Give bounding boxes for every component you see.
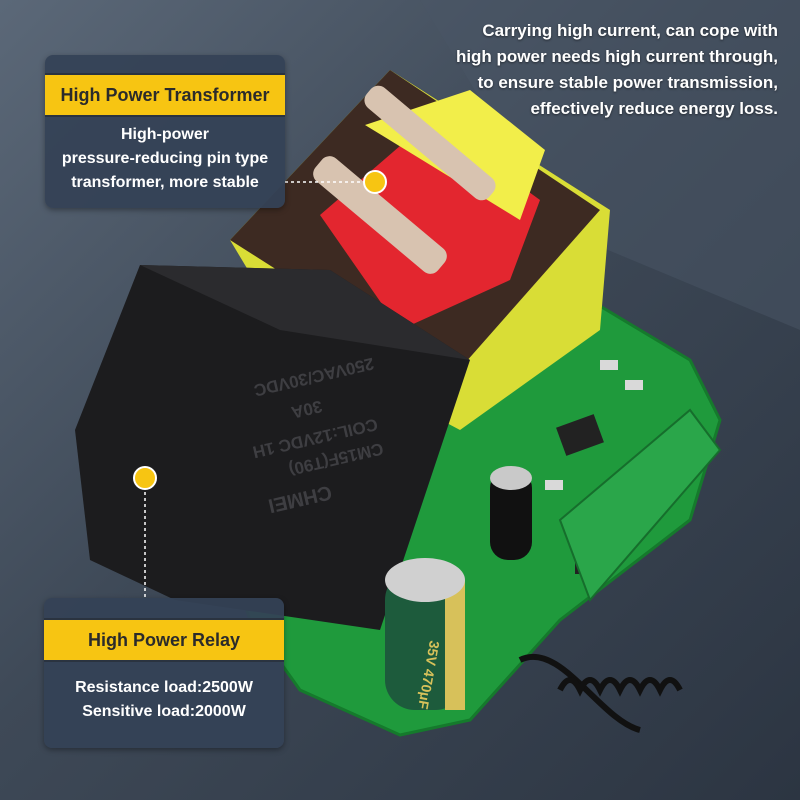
large-capacitor: 35V 470μF bbox=[385, 558, 465, 711]
transformer-callout-dot bbox=[363, 170, 387, 194]
relay: CHMEI CM15F(T90) COIL:12VDC 1H 30A 250VA… bbox=[75, 265, 470, 630]
card-line: pressure-reducing pin type bbox=[61, 150, 269, 167]
transformer bbox=[230, 70, 610, 430]
transformer-callout-card: High Power Transformer High-power pressu… bbox=[45, 55, 285, 208]
headline-line: effectively reduce energy loss. bbox=[530, 99, 778, 118]
small-capacitor bbox=[490, 466, 532, 560]
headline-line: Carrying high current, can cope with bbox=[482, 21, 778, 40]
card-line: Sensitive load:2000W bbox=[82, 703, 246, 720]
headline-text: Carrying high current, can cope with hig… bbox=[358, 18, 778, 122]
card-line: transformer, more stable bbox=[71, 174, 259, 191]
card-line: Resistance load:2500W bbox=[75, 679, 253, 696]
relay-callout-card: High Power Relay Resistance load:2500W S… bbox=[44, 598, 284, 748]
relay-card-title: High Power Relay bbox=[44, 618, 284, 662]
rf-module bbox=[558, 408, 722, 602]
headline-line: high power needs high current through, bbox=[455, 47, 778, 66]
antenna-coil bbox=[518, 654, 683, 733]
headline-line: to ensure stable power transmission, bbox=[477, 73, 778, 92]
card-line: High-power bbox=[121, 126, 209, 143]
relay-callout-dot bbox=[133, 466, 157, 490]
transformer-card-title: High Power Transformer bbox=[45, 73, 285, 117]
